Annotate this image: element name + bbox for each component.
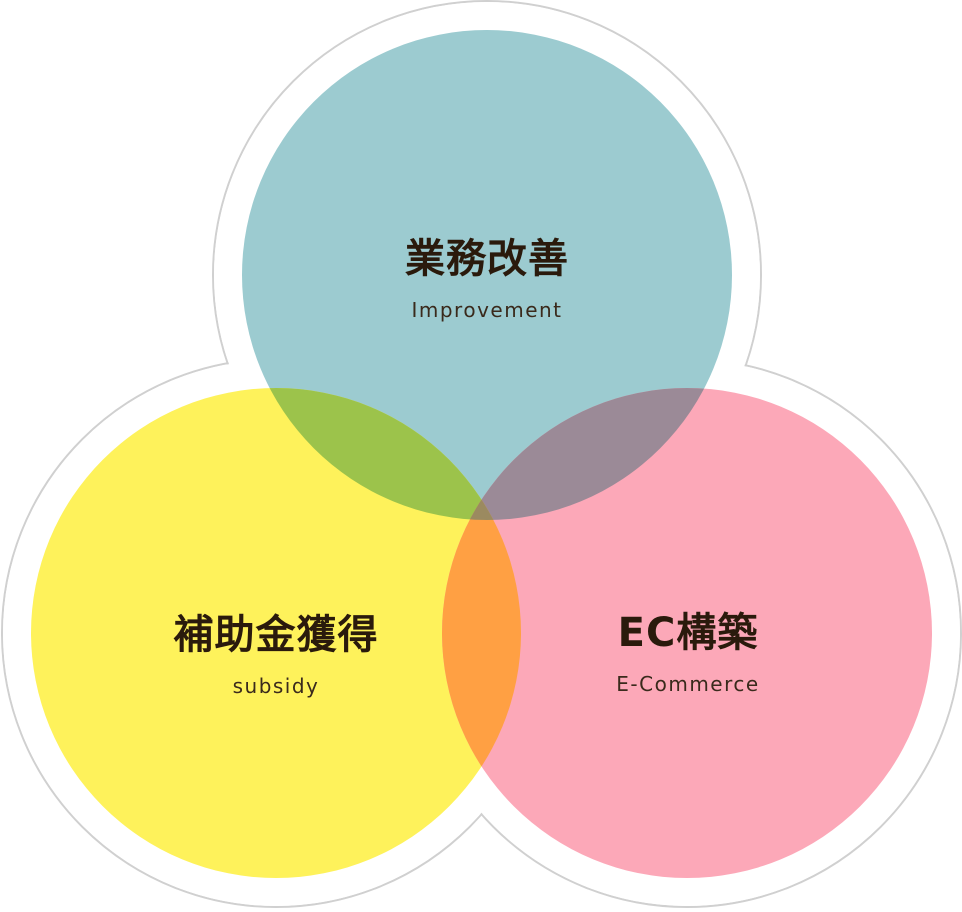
title-improvement: 業務改善 xyxy=(405,236,569,282)
label-ecommerce: EC構築 E-Commerce xyxy=(538,600,838,696)
subtitle-subsidy: subsidy xyxy=(232,674,320,698)
circle-improvement xyxy=(242,30,732,520)
title-ecommerce: EC構築 xyxy=(617,610,759,656)
label-subsidy: 補助金獲得 subsidy xyxy=(126,602,426,698)
subtitle-improvement: Improvement xyxy=(411,298,563,322)
label-improvement: 業務改善 Improvement xyxy=(337,226,637,322)
subtitle-ecommerce: E-Commerce xyxy=(616,672,760,696)
title-subsidy: 補助金獲得 xyxy=(173,612,379,658)
circle-subsidy xyxy=(31,388,521,878)
circle-ecommerce xyxy=(442,388,932,878)
